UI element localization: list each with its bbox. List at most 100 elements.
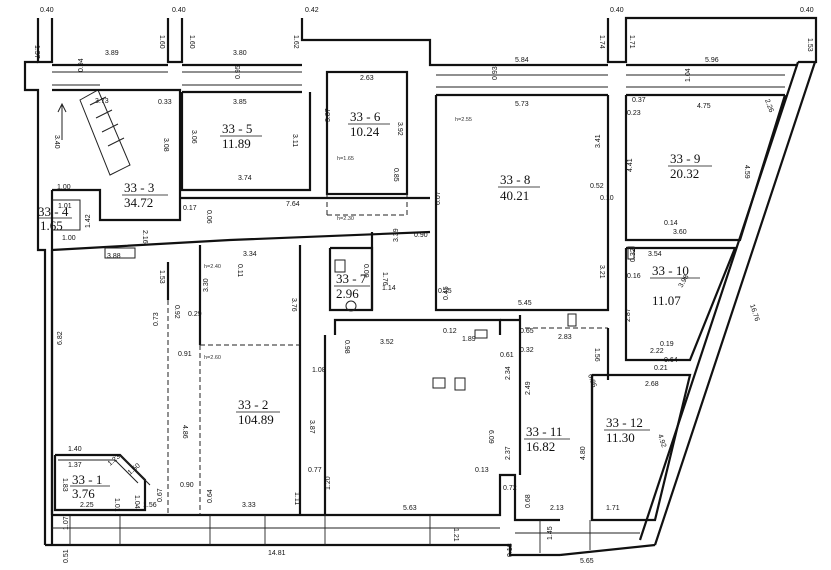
svg-text:3.11: 3.11 [291,134,298,147]
svg-text:0.33: 0.33 [158,99,172,106]
svg-text:0.25: 0.25 [438,288,452,295]
room-id: 33 - 6 [350,109,381,124]
svg-text:1.00: 1.00 [62,235,76,242]
room-labels: 33 - 1 3.76 33 - 2 104.89 33 - 3 34.72 3… [38,109,712,501]
svg-text:1.00: 1.00 [57,184,71,191]
svg-text:2.68: 2.68 [645,381,659,388]
room-area: 20.32 [670,166,699,181]
svg-text:1.60: 1.60 [158,35,165,49]
room-id: 33 - 11 [526,424,562,439]
svg-text:h=2.40: h=2.40 [204,264,221,270]
svg-text:1.01: 1.01 [113,498,120,512]
svg-text:5.63: 5.63 [403,505,417,512]
svg-text:0.14: 0.14 [664,220,678,227]
svg-text:16.76: 16.76 [748,303,760,322]
svg-text:3.87: 3.87 [325,108,332,122]
svg-text:1.83: 1.83 [61,478,68,492]
room-id: 33 - 4 [38,204,69,219]
svg-text:h=2.60: h=2.60 [204,355,221,361]
svg-text:0.73: 0.73 [153,312,160,326]
svg-text:3.54: 3.54 [648,251,662,258]
svg-text:1.37: 1.37 [68,462,82,469]
svg-text:2.22: 2.22 [650,348,664,355]
svg-text:2.63: 2.63 [360,75,374,82]
svg-text:0.32: 0.32 [630,248,637,262]
svg-text:4.41: 4.41 [627,158,634,172]
svg-text:0.40: 0.40 [40,7,54,14]
svg-text:0.42: 0.42 [305,7,319,14]
room-id: 33 - 8 [500,172,530,187]
svg-text:0.21: 0.21 [654,365,668,372]
room-area: 1.65 [40,218,63,233]
svg-text:1.71: 1.71 [628,35,635,49]
svg-text:3.73: 3.73 [95,98,109,105]
svg-text:2.37: 2.37 [505,446,512,460]
svg-text:3.85: 3.85 [233,99,247,106]
svg-text:0.90: 0.90 [180,482,194,489]
svg-text:0.92: 0.92 [173,305,180,319]
svg-text:1.07: 1.07 [63,516,70,530]
svg-text:2.25: 2.25 [80,502,94,509]
svg-text:4.86: 4.86 [181,425,188,439]
room-id: 33 - 3 [124,180,154,195]
svg-text:1.21: 1.21 [452,528,459,542]
svg-text:0.13: 0.13 [475,467,489,474]
svg-text:2.83: 2.83 [558,334,572,341]
svg-text:3.74: 3.74 [238,175,252,182]
room-area: 40.21 [500,188,529,203]
room-area: 3.76 [72,486,95,501]
svg-text:1.71: 1.71 [606,505,620,512]
svg-text:3.92: 3.92 [396,122,403,136]
walls [23,16,818,557]
svg-text:2.34: 2.34 [505,366,512,380]
svg-text:1.56: 1.56 [593,348,600,362]
svg-text:h=2.55: h=2.55 [455,117,472,123]
svg-text:0.17: 0.17 [183,205,197,212]
svg-text:0.19: 0.19 [660,341,674,348]
svg-text:0.91: 0.91 [178,351,192,358]
svg-text:1.04: 1.04 [685,68,692,82]
svg-text:1.62: 1.62 [292,35,299,49]
svg-text:1.20: 1.20 [325,476,332,490]
svg-text:3.34: 3.34 [243,251,257,258]
svg-text:5.96: 5.96 [705,57,719,64]
svg-text:3.30: 3.30 [203,278,210,292]
svg-text:3.76: 3.76 [290,298,297,312]
room-id: 33 - 12 [606,415,643,430]
svg-text:0.18: 0.18 [507,543,514,557]
svg-text:0.09: 0.09 [362,264,369,278]
svg-text:0.64: 0.64 [207,489,214,503]
room-id: 33 - 2 [238,397,268,412]
room-id: 33 - 1 [72,472,102,487]
svg-text:0.11: 0.11 [236,264,243,277]
room-area: 2.96 [336,286,359,301]
svg-text:0.40: 0.40 [172,7,186,14]
window-details [52,71,785,553]
svg-text:4.75: 4.75 [697,103,711,110]
svg-text:2.87: 2.87 [625,308,632,322]
svg-text:5.84: 5.84 [515,57,529,64]
room-id: 33 - 9 [670,151,700,166]
svg-text:7.64: 7.64 [286,201,300,208]
svg-text:4.92: 4.92 [656,433,667,448]
svg-text:0.40: 0.40 [610,7,624,14]
svg-text:1.45: 1.45 [547,526,554,540]
svg-text:3.08: 3.08 [162,138,169,152]
svg-text:3.60: 3.60 [673,229,687,236]
svg-text:0.40: 0.40 [800,7,814,14]
svg-text:0.93: 0.93 [492,66,499,80]
room-id: 33 - 5 [222,121,252,136]
svg-text:3.41: 3.41 [595,134,602,148]
svg-text:0.23: 0.23 [627,110,641,117]
svg-text:4.80: 4.80 [580,446,587,460]
svg-text:0.85: 0.85 [392,168,399,182]
svg-text:1.08: 1.08 [312,367,326,374]
svg-text:h=2.30: h=2.30 [337,216,354,222]
svg-text:3.06: 3.06 [190,130,197,144]
svg-text:1.76: 1.76 [381,272,388,286]
svg-text:3.39: 3.39 [393,228,400,242]
svg-text:0.94: 0.94 [78,58,85,72]
svg-text:h=1.65: h=1.65 [337,156,354,162]
room-id: 33 - 7 [336,271,367,286]
svg-text:0.51: 0.51 [63,549,70,563]
